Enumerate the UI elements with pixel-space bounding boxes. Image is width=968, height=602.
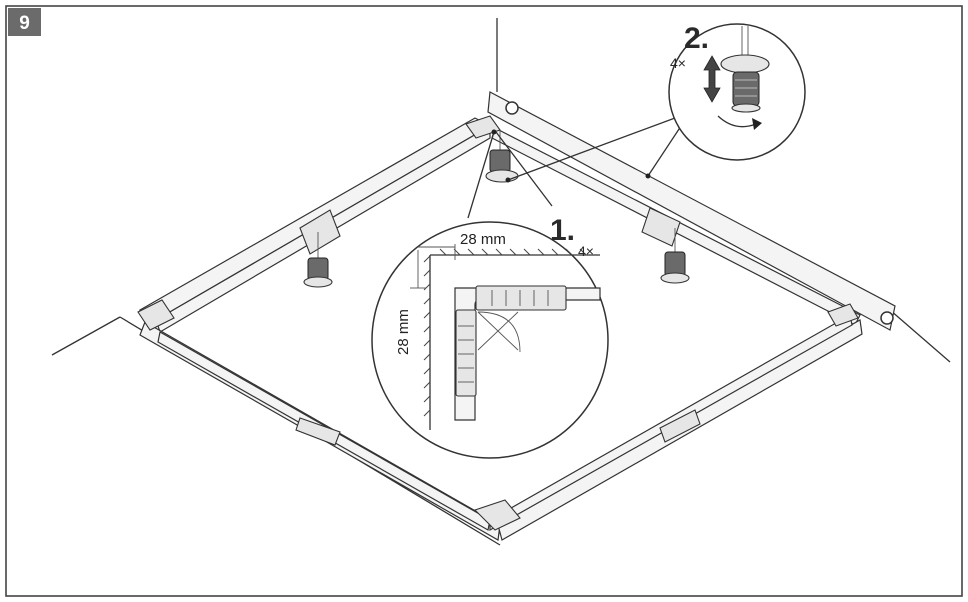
corner-detail-magnifier: 28 mm 28 mm 1. 4× — [371, 214, 609, 459]
step-badge: 9 — [8, 8, 41, 36]
dimension-vertical: 28 mm — [395, 309, 412, 355]
dimension-horizontal: 28 mm — [460, 231, 506, 248]
step-badge-number: 9 — [19, 13, 30, 34]
foot-right — [660, 228, 690, 284]
step2-number: 2. — [684, 22, 709, 55]
step2-multiplier: 4× — [670, 55, 686, 71]
foot-left — [303, 232, 333, 288]
step1-number: 1. — [550, 214, 575, 247]
height-adjust-arrow-icon — [703, 55, 721, 103]
step1-multiplier: 4× — [578, 243, 594, 259]
callout-leaders — [467, 117, 686, 219]
foot-adjust-magnifier: 2. 4× — [668, 22, 806, 161]
diagram-border — [5, 5, 963, 597]
tray-frame — [137, 91, 896, 541]
rotate-arrow-icon — [717, 115, 757, 128]
